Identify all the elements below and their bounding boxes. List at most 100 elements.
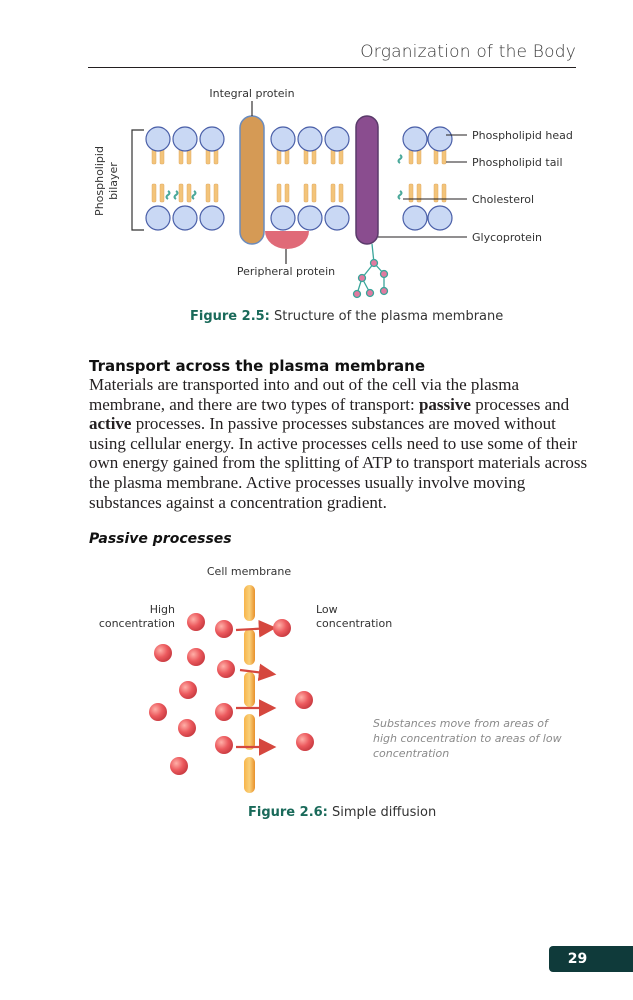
diffusion-arrow [235,619,277,638]
cholesterol-icon [165,190,171,200]
glycoprotein-sugar-chain [352,243,389,299]
cell-membrane-segments [244,585,255,793]
label-glycoprotein: Glycoprotein [472,231,542,244]
phospholipid-tail [276,183,282,203]
cholesterol-icon [397,154,403,164]
label-low-line1: Low [316,603,338,616]
phospholipid-tail [178,183,184,203]
diffusion-arrows [235,619,277,756]
term-passive: passive [418,394,471,414]
phospholipid-head [324,205,350,231]
body-text-part2: processes and [470,394,570,414]
figure-2-5-text: Structure of the plasma membrane [269,309,504,324]
label-cholesterol: Cholesterol [472,193,534,206]
running-head: Organization of the Body [360,42,576,62]
membrane-diagram: Integral protein Phospholipid head Phosp… [93,87,573,299]
phospholipid-head [199,205,225,231]
phospholipid-tail [159,183,165,203]
phospholipid-tail [416,183,422,203]
solute-molecule [215,620,233,638]
phospholipid-heads [145,126,453,231]
phospholipid-tail [441,183,447,203]
diffusion-note: Substances move from areas of high conce… [373,717,562,760]
solute-molecule [296,733,314,751]
solute-molecule [149,703,167,721]
label-high-line2: concentration [99,617,175,630]
figure-2-6-caption: Figure 2.6: Simple diffusion [248,805,436,820]
solute-molecule [187,648,205,666]
phospholipid-head [145,126,171,152]
term-active: active [89,414,132,434]
section-heading: Transport across the plasma membrane [89,357,426,375]
cell-membrane-segment [244,672,255,707]
label-bilayer-line1: Phospholipid [93,146,106,216]
label-phospholipid-tail: Phospholipid tail [472,156,563,169]
phospholipid-head [402,205,428,231]
page-number: 29 [567,951,588,967]
phospholipid-head [297,205,323,231]
page-number-tab [549,946,633,972]
phospholipid-tail [330,183,336,203]
solute-molecule [154,644,172,662]
figure-2-6-text: Simple diffusion [327,805,437,820]
phospholipid-tails [151,147,447,203]
cholesterol-icon [191,190,197,200]
figure-2-6-number: Figure 2.6: [248,805,328,820]
solute-molecule [215,736,233,754]
phospholipid-tail [213,183,219,203]
cell-membrane-segment [244,757,255,793]
peripheral-protein [265,231,309,249]
phospholipid-head [172,205,198,231]
body-text-part1: Materials are transported into and out o… [89,375,520,414]
solute-molecule [179,681,197,699]
phospholipid-tail [338,183,344,203]
solute-molecule [295,691,313,709]
solute-molecule [187,613,205,631]
bilayer-bracket [131,129,144,231]
phospholipid-head [427,205,453,231]
solute-molecule [273,619,291,637]
label-bilayer-line2: bilayer [107,162,120,200]
integral-protein [239,115,265,245]
cholesterol-icon [397,190,403,200]
phospholipid-head [402,126,428,152]
phospholipid-head [145,205,171,231]
label-high-line1: High [150,603,175,616]
phospholipid-head [199,126,225,152]
cell-membrane-segment [244,629,255,665]
phospholipid-head [270,205,296,231]
body-paragraph: Materials are transported into and out o… [89,375,589,512]
phospholipid-head [172,126,198,152]
solute-molecules [149,613,314,775]
cholesterol-icon [173,190,179,200]
phospholipid-head [297,126,323,152]
phospholipid-head [427,126,453,152]
header-rule [88,67,576,68]
glycoprotein [355,115,379,245]
phospholipid-tail [205,183,211,203]
diffusion-arrow [239,663,277,682]
label-phospholipid-head: Phospholipid head [472,129,573,142]
phospholipid-head [270,126,296,152]
label-low-line2: concentration [316,617,392,630]
diffusion-diagram: Cell membrane High concentration Low con… [99,565,392,793]
phospholipid-tail [151,183,157,203]
solute-molecule [217,660,235,678]
phospholipid-tail [303,183,309,203]
phospholipid-head [324,126,350,152]
body-text-part3: processes. In passive processes substanc… [89,414,588,512]
phospholipid-tail [408,183,414,203]
phospholipid-tail [311,183,317,203]
cell-membrane-segment [244,585,255,621]
cholesterol-molecules [165,154,403,200]
phospholipid-tail [433,183,439,203]
solute-molecule [170,757,188,775]
cell-membrane-segment [244,714,255,750]
solute-molecule [215,703,233,721]
figure-2-5-number: Figure 2.5: [190,309,270,324]
label-integral-protein: Integral protein [209,87,294,100]
label-cell-membrane: Cell membrane [207,565,291,578]
subsection-heading: Passive processes [89,531,232,547]
solute-molecule [178,719,196,737]
figure-2-5-caption: Figure 2.5: Structure of the plasma memb… [190,309,503,324]
